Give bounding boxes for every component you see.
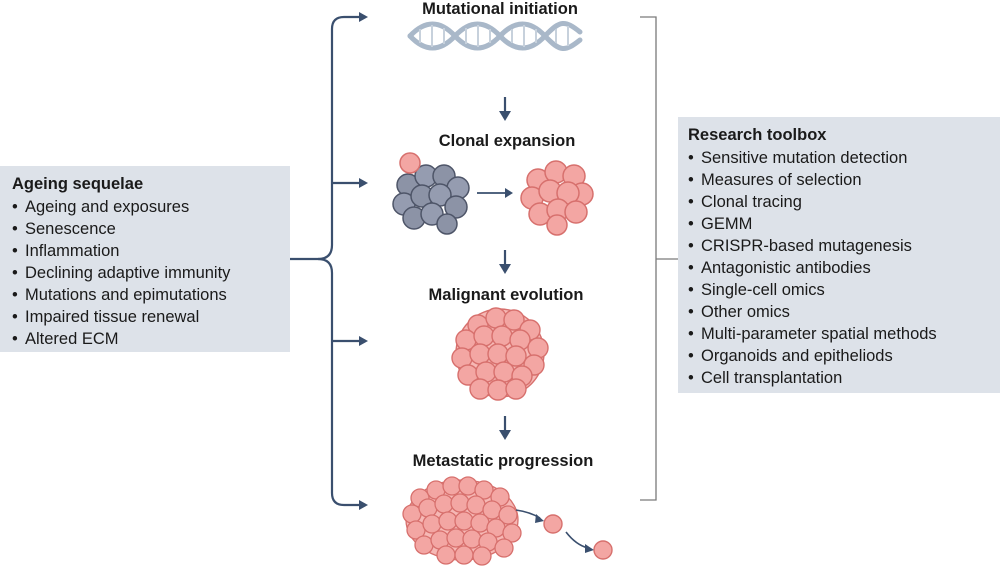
research-toolbox-list: Sensitive mutation detection Measures of…: [688, 147, 990, 389]
list-item: Multi-parameter spatial methods: [688, 323, 990, 345]
ageing-sequelae-title: Ageing sequelae: [12, 175, 144, 193]
stage-arrows: [499, 97, 511, 440]
list-item: Organoids and epitheliods: [688, 345, 990, 367]
research-toolbox-panel: Research toolbox Sensitive mutation dete…: [678, 117, 1000, 393]
dna-rungs: [419, 25, 569, 47]
dna-helix-icon: [407, 21, 583, 51]
normal-cell-cluster: [392, 164, 470, 235]
stage-title-metastatic-progression: Metastatic progression: [412, 452, 594, 470]
list-item: Antagonistic antibodies: [688, 257, 990, 279]
list-item: Clonal tracing: [688, 191, 990, 213]
left-brace: [290, 15, 362, 507]
list-item: GEMM: [688, 213, 990, 235]
mutant-cell: [399, 152, 421, 174]
list-item: Other omics: [688, 301, 990, 323]
list-item: Impaired tissue renewal: [12, 306, 278, 328]
list-item: Sensitive mutation detection: [688, 147, 990, 169]
list-item: CRISPR-based mutagenesis: [688, 235, 990, 257]
malignant-tumor-cluster: [451, 307, 549, 401]
brace-arrowheads: [359, 12, 368, 510]
list-item: Altered ECM: [12, 328, 278, 350]
research-toolbox-title: Research toolbox: [688, 126, 827, 144]
stage-title-malignant-evolution: Malignant evolution: [428, 286, 584, 304]
list-item: Declining adaptive immunity: [12, 262, 278, 284]
ageing-sequelae-panel: Ageing sequelae Ageing and exposures Sen…: [0, 166, 290, 352]
stage-title-mutational-initiation: Mutational initiation: [422, 0, 578, 18]
expansion-arrow: [477, 188, 513, 198]
list-item: Cell transplantation: [688, 367, 990, 389]
list-item: Inflammation: [12, 240, 278, 262]
clonal-tumor-cluster: [520, 160, 594, 236]
right-bracket: [640, 16, 678, 501]
stage-title-clonal-expansion: Clonal expansion: [438, 132, 576, 150]
list-item: Ageing and exposures: [12, 196, 278, 218]
list-item: Mutations and epimutations: [12, 284, 278, 306]
disseminating-cells: [543, 514, 613, 560]
ageing-sequelae-list: Ageing and exposures Senescence Inflamma…: [12, 196, 278, 350]
list-item: Single-cell omics: [688, 279, 990, 301]
list-item: Senescence: [12, 218, 278, 240]
list-item: Measures of selection: [688, 169, 990, 191]
metastatic-tumor-cluster: [402, 476, 522, 566]
